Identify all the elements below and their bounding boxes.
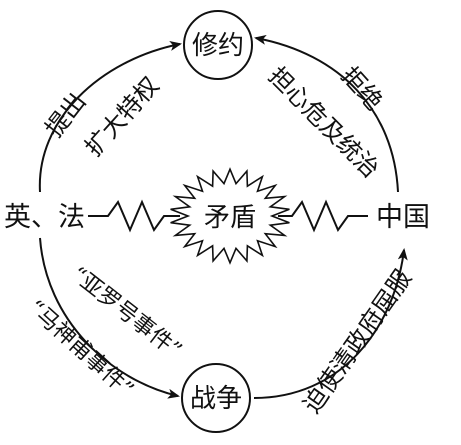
label-bottom-right: 迫使清政府屈服 <box>298 265 417 419</box>
arrow-left-to-bottom <box>39 237 180 399</box>
node-left-label: 英、法 <box>4 202 85 233</box>
arrow-left-to-top <box>38 41 182 193</box>
node-right-label: 中国 <box>376 202 430 233</box>
center-label: 矛盾 <box>204 203 256 233</box>
node-bottom-circle <box>181 363 251 433</box>
label-top-right-1: 拒绝 <box>335 61 388 115</box>
arrow-bottom-to-right <box>253 248 408 399</box>
label-top-left-1: 提出 <box>40 88 92 143</box>
node-bottom-label: 战争 <box>190 384 242 414</box>
arrow-right-to-top <box>254 34 399 193</box>
left-zigzag-connector <box>88 199 180 233</box>
node-top-circle <box>183 10 253 80</box>
right-zigzag-connector <box>278 199 368 233</box>
node-top-label: 修约 <box>192 31 244 61</box>
center-starburst <box>170 167 290 265</box>
